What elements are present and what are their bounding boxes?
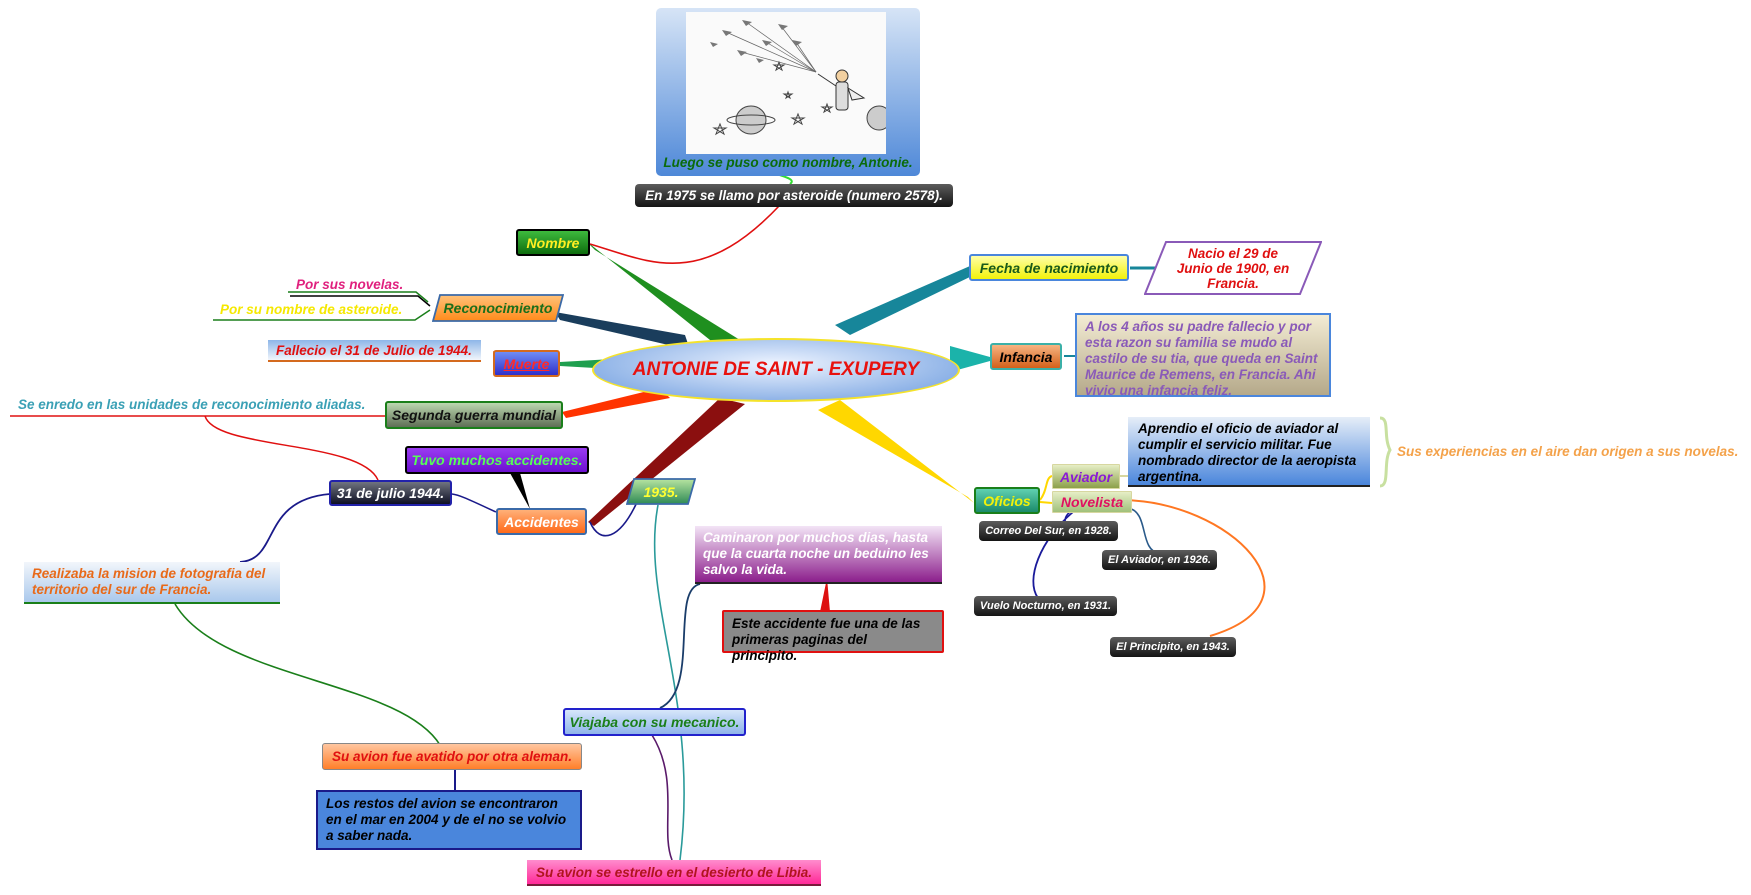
node-por-novelas[interactable]: Por sus novelas. [296, 277, 404, 292]
link-recon-novelas-green [288, 291, 429, 303]
branch-accidentes [588, 398, 745, 526]
node-avion-avatido[interactable]: Su avion fue avatido por otra aleman. [322, 743, 582, 770]
branch-nombre [585, 240, 740, 348]
central-topic-label: ANTONIE DE SAINT - EXUPERY [632, 359, 920, 380]
image-caption: Luego se puso como nombre, Antonie. [663, 155, 913, 170]
node-asteroid[interactable]: En 1975 se llamo por asteroide (numero 2… [635, 184, 953, 207]
node-infancia[interactable]: Infancia [990, 343, 1062, 370]
node-fallecio[interactable]: Fallecio el 31 de Julio de 1944. [268, 340, 481, 362]
node-reconocimiento-aliadas[interactable]: Se enredo en las unidades de reconocimie… [18, 397, 366, 412]
branch-infancia [950, 346, 990, 372]
link-novelista-elaviador [1127, 507, 1161, 555]
node-aviador-text[interactable]: Aprendio el oficio de aviador al cumplir… [1128, 417, 1370, 487]
link-oficios-novelista [1039, 501, 1053, 504]
link-1935-desierto [653, 504, 685, 861]
prince-figure [817, 69, 866, 111]
node-novelista[interactable]: Novelista [1052, 491, 1132, 513]
node-muchos-accidentes[interactable]: Tuvo muchos accidentes. [405, 446, 589, 474]
link-caminaron-principito [820, 578, 830, 612]
link-accidentes-julio [451, 493, 497, 513]
node-oficios[interactable]: Oficios [974, 487, 1040, 514]
node-aviador[interactable]: Aviador [1052, 464, 1120, 489]
node-mecanico[interactable]: Viajaba con su mecanico. [563, 708, 746, 736]
link-oficios-aviador [1039, 475, 1053, 501]
node-accidentes[interactable]: Accidentes [496, 508, 587, 535]
link-recon-asteroide [213, 309, 431, 321]
node-reconocimiento[interactable]: Reconocimiento [432, 294, 564, 322]
node-caminaron[interactable]: Caminaron por muchos dias, hasta que la … [695, 526, 942, 584]
node-desierto[interactable]: Su avion se estrello en el desierto de L… [527, 860, 821, 886]
link-mecanico-desierto [651, 734, 673, 861]
node-fotografia[interactable]: Realizaba la mision de fotografia del te… [24, 562, 280, 604]
node-principito[interactable]: El Principito, en 1943. [1110, 637, 1236, 657]
node-infancia-text[interactable]: A los 4 años su padre fallecio y por est… [1075, 313, 1331, 398]
node-segunda-guerra[interactable]: Segunda guerra mundial [385, 401, 563, 429]
planet-icon [735, 105, 767, 135]
link-novelista-principito [1119, 499, 1266, 637]
node-correo[interactable]: Correo Del Sur, en 1928. [979, 521, 1118, 541]
link-aviador-experiencias [1379, 416, 1392, 488]
link-aliadas-julio [204, 415, 379, 481]
link-accidentes-muchos [510, 473, 530, 509]
node-julio-1944[interactable]: 31 de julio 1944. [329, 480, 452, 506]
branch-oficios [818, 400, 974, 503]
node-restos[interactable]: Los restos del avion se encontraron en e… [316, 790, 582, 850]
node-el-aviador[interactable]: El Aviador, en 1926. [1102, 550, 1217, 570]
little-prince-illustration [686, 12, 886, 154]
node-vuelo[interactable]: Vuelo Nocturno, en 1931. [974, 596, 1117, 616]
branch-fecha [835, 266, 976, 335]
node-muerte[interactable]: Muerte [493, 350, 560, 377]
node-principito-accidente[interactable]: Este accidente fue una de las primeras p… [722, 610, 944, 663]
link-julio-fotografia [239, 493, 331, 563]
node-experiencias[interactable]: Sus experiencias en el aire dan origen a… [1397, 444, 1739, 459]
central-topic[interactable]: ANTONIE DE SAINT - EXUPERY [592, 338, 960, 402]
node-nacio[interactable]: Nacio el 29 de Junio de 1900, en Francia… [1144, 241, 1322, 295]
link-mecanico-caminaron [659, 583, 701, 709]
node-por-asteroide[interactable]: Por su nombre de asteroide. [220, 302, 403, 317]
link-nombre-asteroid [589, 204, 781, 264]
image-node: Luego se puso como nombre, Antonie. [656, 8, 920, 176]
branch-reconocimiento [555, 312, 690, 350]
link-accidentes-1935 [589, 499, 639, 537]
node-1935[interactable]: 1935. [626, 478, 696, 505]
link-fotografia-avatido [174, 603, 441, 746]
link-recon-novelas [290, 295, 431, 307]
node-nombre[interactable]: Nombre [516, 229, 590, 256]
node-fecha-nacimiento[interactable]: Fecha de nacimiento [969, 254, 1129, 281]
branch-segunda-guerra [562, 388, 670, 418]
